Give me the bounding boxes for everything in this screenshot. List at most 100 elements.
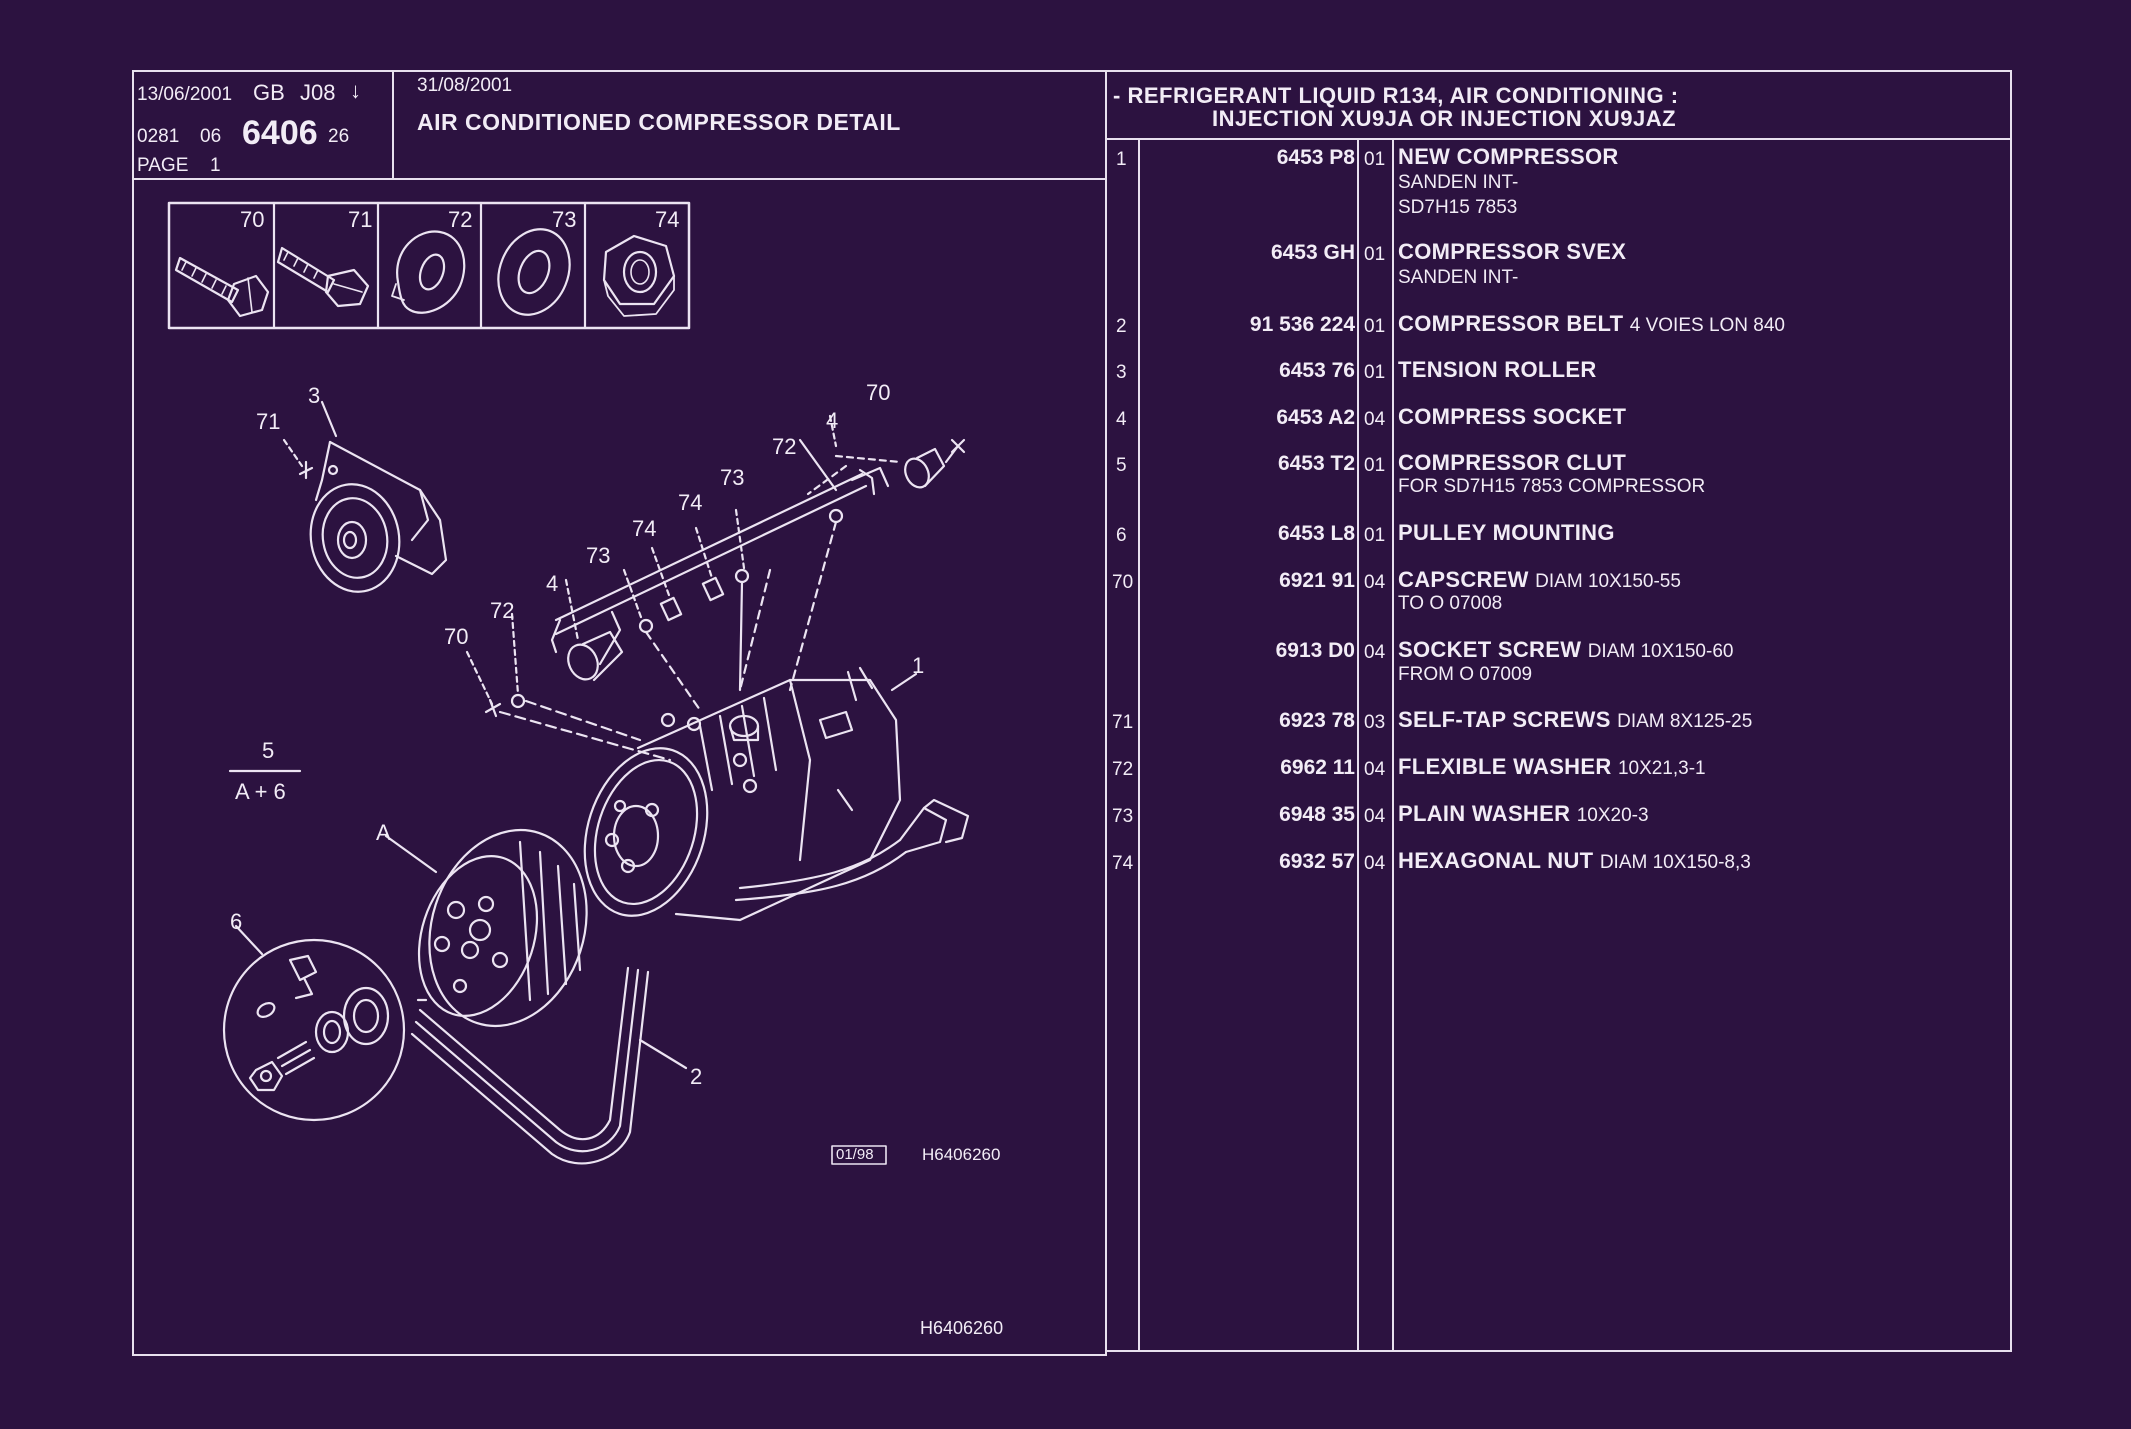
row-subline: SD7H15 7853 xyxy=(1398,197,1518,218)
callout-fraction-top: 5 xyxy=(262,738,275,763)
part-column-rule xyxy=(1357,138,1359,1352)
row-ref: 74 xyxy=(1112,853,1134,874)
legend-number: 72 xyxy=(448,207,473,232)
row-qty: 04 xyxy=(1364,572,1386,593)
row-ref: 72 xyxy=(1112,759,1134,780)
row-description: CAPSCREW DIAM 10X150-55 xyxy=(1398,567,1681,592)
row-qty: 01 xyxy=(1364,244,1386,265)
row-description: SOCKET SCREW DIAM 10X150-60 xyxy=(1398,637,1734,662)
row-ref: 70 xyxy=(1112,572,1134,593)
row-description: COMPRESS SOCKET xyxy=(1398,404,1627,429)
drawing-ref-inner: H6406260 xyxy=(922,1145,1001,1164)
row-part-number: 6921 91 xyxy=(1279,569,1355,592)
row-ref: 2 xyxy=(1116,316,1127,337)
row-subline: SANDEN INT- xyxy=(1398,172,1519,193)
row-ref: 4 xyxy=(1116,409,1127,430)
row-description: HEXAGONAL NUT DIAM 10X150-8,3 xyxy=(1398,848,1751,873)
row-part-number: 6453 GH xyxy=(1270,241,1355,264)
row-part-number: 6453 T2 xyxy=(1277,452,1355,475)
diagram-frame xyxy=(132,70,1107,1356)
update-date: 31/08/2001 xyxy=(417,75,513,96)
row-qty: 01 xyxy=(1364,525,1386,546)
row-qty: 04 xyxy=(1364,853,1386,874)
callout-4-mid: 4 xyxy=(546,571,559,596)
callout-6: 6 xyxy=(230,909,243,934)
callout-74-mid: 74 xyxy=(632,516,657,541)
callout-4-top: 4 xyxy=(826,408,839,433)
section-title-line1: - REFRIGERANT LIQUID R134, AIR CONDITION… xyxy=(1113,83,1679,108)
row-ref: 1 xyxy=(1116,149,1127,170)
callout-70-top: 70 xyxy=(866,380,891,405)
clutch-pulley-drawing xyxy=(384,828,588,1028)
page-number: 1 xyxy=(210,155,221,176)
callout-3: 3 xyxy=(308,383,321,408)
flexible-washer-icon xyxy=(391,230,466,314)
print-date: 13/06/2001 xyxy=(137,84,233,105)
family-mid: 06 xyxy=(200,126,222,147)
row-qty: 04 xyxy=(1364,409,1386,430)
callout-73-top: 73 xyxy=(720,465,745,490)
header-bottom-rule xyxy=(132,178,1107,180)
legend-number: 71 xyxy=(348,207,373,232)
row-ref: 5 xyxy=(1116,455,1127,476)
group-number: 6406 xyxy=(242,114,318,152)
callout-1: 1 xyxy=(912,653,925,678)
row-qty: 01 xyxy=(1364,362,1386,383)
capscrew-icon xyxy=(174,256,270,318)
row-part-number: 6913 D0 xyxy=(1275,639,1355,662)
row-part-number: 6453 L8 xyxy=(1277,522,1355,545)
row-description: PLAIN WASHER 10X20-3 xyxy=(1398,801,1649,826)
page-label: PAGE xyxy=(137,155,189,176)
down-arrow-icon: ↓ xyxy=(350,78,361,103)
section-bottom-rule xyxy=(1107,138,2012,140)
self-tap-screw-icon xyxy=(276,246,370,308)
row-description: FLEXIBLE WASHER 10X21,3-1 xyxy=(1398,754,1706,779)
callout-2: 2 xyxy=(690,1064,703,1089)
row-qty: 01 xyxy=(1364,316,1386,337)
mounting-bracket-drawing xyxy=(465,414,966,762)
row-part-number: 6453 P8 xyxy=(1276,146,1355,169)
row-description: NEW COMPRESSOR xyxy=(1398,144,1619,169)
row-ref: 3 xyxy=(1116,362,1127,383)
page-title: AIR CONDITIONED COMPRESSOR DETAIL xyxy=(417,109,901,135)
row-qty: 04 xyxy=(1364,642,1386,663)
header-vertical-rule xyxy=(392,70,394,180)
row-part-number: 91 536 224 xyxy=(1249,313,1355,336)
legend-number: 74 xyxy=(655,207,680,232)
row-description: SELF-TAP SCREWS DIAM 8X125-25 xyxy=(1398,707,1753,732)
plain-washer-icon xyxy=(497,228,571,316)
language-code: GB xyxy=(253,80,285,105)
parts-list-frame xyxy=(1107,70,2012,1352)
qty-column-rule xyxy=(1392,138,1394,1352)
callout-A: A xyxy=(376,820,391,845)
row-qty: 04 xyxy=(1364,759,1386,780)
legend-number: 73 xyxy=(552,207,577,232)
row-subline: SANDEN INT- xyxy=(1398,267,1519,288)
row-description: TENSION ROLLER xyxy=(1398,357,1597,382)
callout-73-mid: 73 xyxy=(586,543,611,568)
row-part-number: 6453 A2 xyxy=(1276,406,1355,429)
row-description: COMPRESSOR SVEX xyxy=(1398,239,1627,264)
callout-72-top: 72 xyxy=(772,434,797,459)
row-subline: TO O 07008 xyxy=(1398,593,1503,614)
row-ref: 6 xyxy=(1116,525,1127,546)
compressor-drawing xyxy=(583,666,970,922)
section-title-line2: INJECTION XU9JA OR INJECTION XU9JAZ xyxy=(1212,106,1677,131)
pulley-mounting-kit-drawing xyxy=(222,924,406,1122)
row-part-number: 6948 35 xyxy=(1279,803,1355,826)
row-subline: FROM O 07009 xyxy=(1398,664,1533,685)
legend-number: 70 xyxy=(240,207,265,232)
callout-70-low: 70 xyxy=(444,624,469,649)
fastener-legend xyxy=(167,201,691,330)
drawing-date-box xyxy=(831,1145,887,1165)
row-qty: 01 xyxy=(1364,149,1386,170)
row-description: PULLEY MOUNTING xyxy=(1398,520,1615,545)
belt-drawing xyxy=(410,966,688,1165)
row-part-number: 6932 57 xyxy=(1279,850,1355,873)
version-code: J08 xyxy=(300,80,336,105)
callout-fraction-bottom: A + 6 xyxy=(235,779,286,804)
row-subline: FOR SD7H15 7853 COMPRESSOR xyxy=(1398,476,1706,497)
row-ref: 71 xyxy=(1112,712,1134,733)
callout-71: 71 xyxy=(256,409,281,434)
